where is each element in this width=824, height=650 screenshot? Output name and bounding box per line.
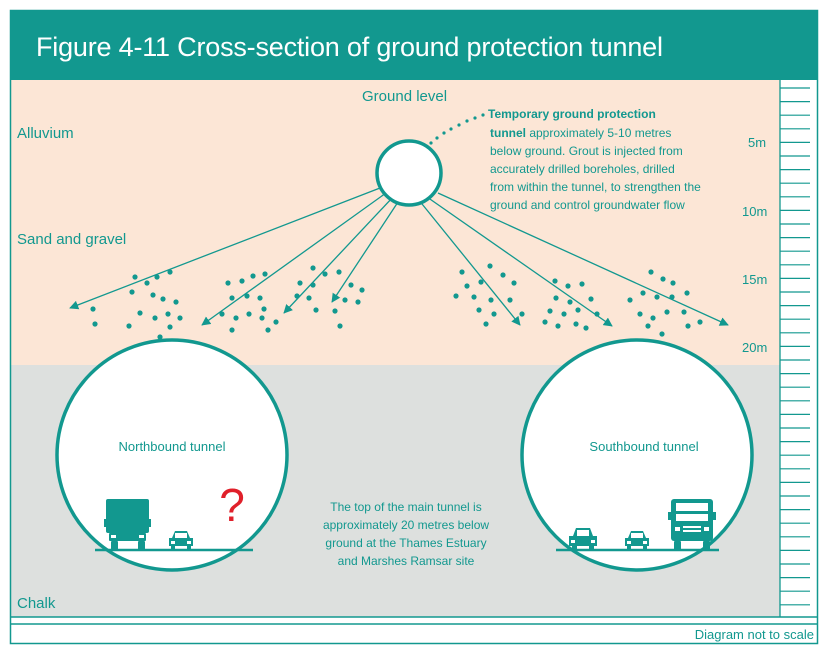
grout-arrow-2 <box>201 192 387 326</box>
figure-title: Figure 4-11 Cross-section of ground prot… <box>36 32 663 62</box>
grout-dots <box>90 263 703 340</box>
car-icon <box>169 531 193 550</box>
grout-arrow-4 <box>331 198 401 303</box>
sand-gravel-label: Sand and gravel <box>17 231 126 248</box>
grout-arrow-5 <box>417 198 521 326</box>
figure-border <box>9 9 819 645</box>
annotation-line-2: tunnel approximately 5-10 metres <box>490 126 671 140</box>
depth-label-20m: 20m <box>742 340 767 355</box>
alluvium-label: Alluvium <box>17 125 74 142</box>
protection-tunnel-annotation: Temporary ground protection tunnel appro… <box>488 107 701 212</box>
northbound-tunnel <box>55 338 289 572</box>
grout-arrow-7 <box>437 192 729 326</box>
depth-label-10m: 10m <box>742 204 767 219</box>
main-tunnel-note: The top of the main tunnel is approximat… <box>323 500 489 568</box>
depth-ruler <box>779 80 810 617</box>
grout-arrow-6 <box>426 196 613 327</box>
ground-level-label: Ground level <box>362 88 447 105</box>
southbound-tunnel-label: Southbound tunnel <box>589 439 698 454</box>
depth-label-15m: 15m <box>742 272 767 287</box>
main-tunnel-note-line-3: ground at the Thames Estuary <box>325 536 486 550</box>
main-tunnel-note-line-4: and Marshes Ramsar site <box>338 554 475 568</box>
grout-arrow-3 <box>283 196 394 314</box>
annotation-line-1: Temporary ground protection <box>488 107 656 121</box>
annotation-line-5: from within the tunnel, to strengthen th… <box>490 180 701 194</box>
grout-arrow-1 <box>69 187 381 310</box>
truck-icon <box>668 499 716 550</box>
soil-layer <box>10 80 780 365</box>
car-icon <box>569 528 597 550</box>
annotation-line-4: accurately drilled boreholes, drilled <box>490 162 675 176</box>
annotation-line-3: below ground. Grout is injected from <box>490 144 683 158</box>
not-to-scale-label: Diagram not to scale <box>695 627 814 642</box>
annotation-line-2-bold: tunnel <box>490 126 526 140</box>
question-mark: ? <box>219 479 245 531</box>
title-bar: Figure 4-11 Cross-section of ground prot… <box>10 10 818 80</box>
annotation-line-2-rest: approximately 5-10 metres <box>526 126 671 140</box>
main-tunnel-note-line-1: The top of the main tunnel is <box>330 500 481 514</box>
annotation-line-6: ground and control groundwater flow <box>490 198 685 212</box>
depth-label-5m: 5m <box>748 135 766 150</box>
ground-protection-tunnel <box>375 139 443 207</box>
chalk-label: Chalk <box>17 595 56 612</box>
northbound-tunnel-label: Northbound tunnel <box>119 439 226 454</box>
annotation-leader <box>429 113 485 145</box>
grout-arrows <box>69 187 729 327</box>
main-tunnel-note-line-2: approximately 20 metres below <box>323 518 489 532</box>
truck-icon <box>104 499 151 550</box>
car-icon <box>625 531 649 550</box>
